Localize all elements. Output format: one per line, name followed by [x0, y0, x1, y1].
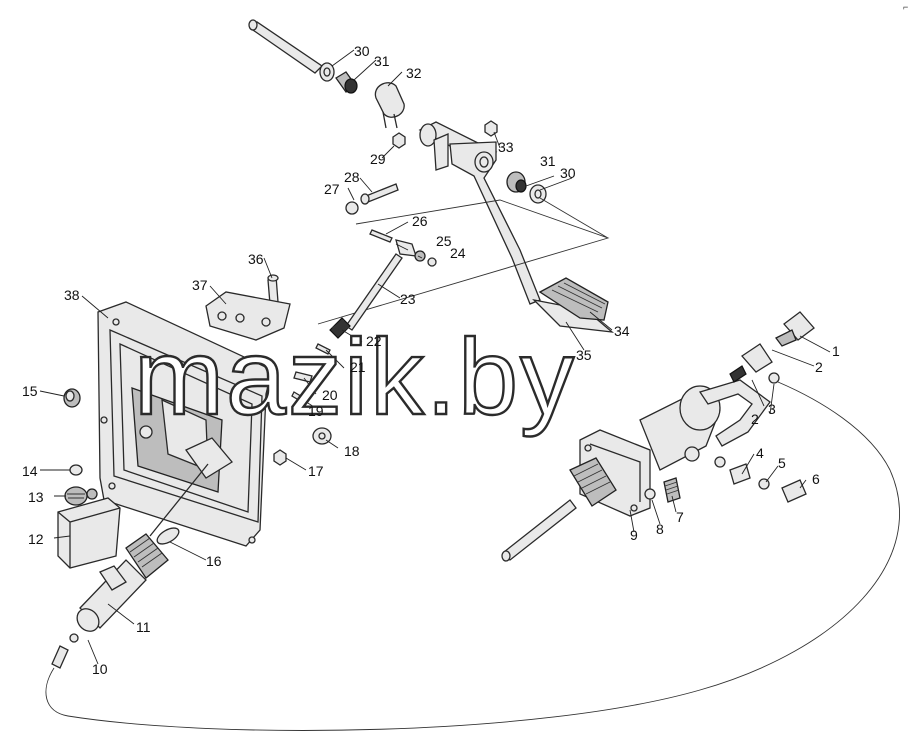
master-cylinder-11: [76, 463, 209, 632]
callout-35: 35: [576, 347, 592, 363]
pushrod-23: [345, 253, 403, 331]
callout-21: 21: [350, 359, 366, 375]
ring-14: [69, 464, 83, 476]
callout-18: 18: [344, 443, 360, 459]
mounting-plate-38: [97, 301, 273, 547]
callout-6: 6: [812, 471, 820, 487]
clevis-25: [395, 239, 426, 262]
bolt-28: [360, 183, 399, 205]
cap-13: [64, 486, 88, 506]
nut-3: [768, 372, 780, 384]
callout-31-upper: 31: [374, 53, 390, 69]
pin-21: [315, 343, 331, 355]
callout-38: 38: [64, 287, 80, 303]
callout-9: 9: [630, 527, 638, 543]
nut-17: [273, 449, 287, 466]
callout-30-upper: 30: [354, 43, 370, 59]
bracket-37: [205, 291, 291, 341]
booster-cylinder-9: [501, 385, 721, 562]
nut-33: [484, 120, 498, 137]
bolt-36: [267, 274, 279, 305]
bolt-6: [781, 479, 807, 503]
callout-16: 16: [206, 553, 222, 569]
callout-14: 14: [22, 463, 38, 479]
callout-36: 36: [248, 251, 264, 267]
callout-22: 22: [366, 333, 382, 349]
callout-15: 15: [22, 383, 38, 399]
bushing-31-lower: [506, 171, 527, 193]
washer-8: [644, 488, 656, 500]
valve-1: [775, 311, 815, 347]
callout-23: 23: [400, 291, 416, 307]
callout-2a: 2: [815, 359, 823, 375]
callout-5: 5: [778, 455, 786, 471]
callout-34: 34: [614, 323, 630, 339]
spring-22: [329, 317, 351, 339]
callout-8: 8: [656, 521, 664, 537]
fitting-4: [714, 456, 751, 485]
washer-30-upper: [319, 62, 335, 82]
fitting-booster-port: [684, 446, 700, 462]
callout-29: 29: [370, 151, 386, 167]
callout-20: 20: [322, 387, 338, 403]
pedal-shaft: [248, 19, 324, 74]
callout-25: 25: [436, 233, 452, 249]
callout-11: 11: [136, 619, 151, 635]
booster-tube: [698, 379, 771, 447]
callout-28: 28: [344, 169, 360, 185]
callout-13: 13: [28, 489, 44, 505]
callout-3: 3: [768, 401, 776, 417]
elbow-2: [729, 343, 773, 383]
callout-7: 7: [676, 509, 684, 525]
pedal-pad-34: [538, 277, 609, 321]
callout-26: 26: [412, 213, 428, 229]
leader-lines: [39, 49, 831, 665]
callout-32: 32: [406, 65, 422, 81]
clamp-32: [374, 82, 405, 129]
seal-16: [156, 527, 180, 545]
callout-1: 1: [832, 343, 840, 359]
nut-29: [392, 132, 406, 149]
reservoir-12: [57, 488, 121, 569]
callout-31-lower: 31: [540, 153, 556, 169]
callout-30-lower: 30: [560, 165, 576, 181]
callout-4: 4: [756, 445, 764, 461]
cap-27: [345, 201, 359, 215]
callout-27: 27: [324, 181, 340, 197]
callout-19: 19: [308, 403, 324, 419]
hydraulic-line: [45, 381, 900, 731]
bolt-7: [663, 477, 681, 503]
watermark-text: mazik.by: [134, 316, 576, 437]
callout-10: 10: [92, 661, 108, 677]
pedal-arm-35: [449, 141, 615, 333]
callout-24: 24: [450, 245, 466, 261]
fitting-10: [51, 633, 79, 669]
assembly-guide-lines: [317, 197, 610, 325]
callout-37: 37: [192, 277, 208, 293]
callout-2b: 2: [751, 411, 759, 427]
callout-12: 12: [28, 531, 44, 547]
clip-20: [293, 371, 313, 383]
plug-15: [63, 388, 81, 408]
corner-mark: ⌐: [903, 2, 908, 12]
pin-19: [291, 391, 305, 403]
pin-26: [369, 229, 393, 243]
bushing-31-upper: [335, 71, 358, 94]
ring-24: [427, 257, 437, 267]
callout-33: 33: [498, 139, 514, 155]
callout-17: 17: [308, 463, 324, 479]
